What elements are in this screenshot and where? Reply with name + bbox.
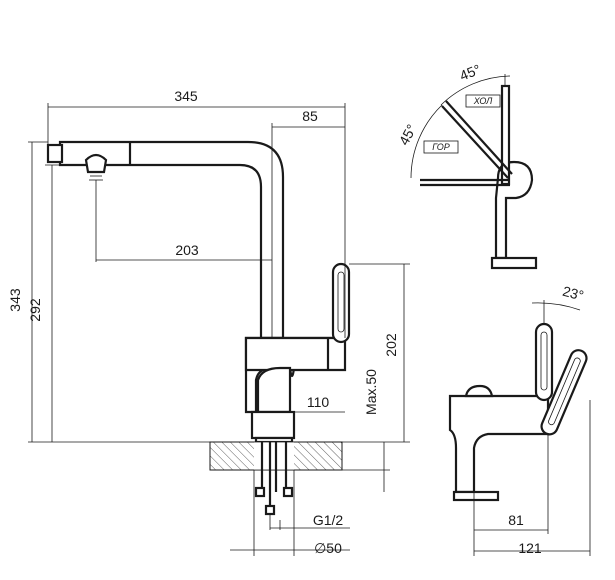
hot-label-box [423, 140, 459, 154]
cold-label-box [465, 94, 501, 108]
handle-tilt-view: 23° [448, 283, 588, 502]
tilt-view-top [464, 384, 494, 398]
dim-thread: G1/2 [313, 512, 344, 528]
angle-45-top: 45° [457, 61, 483, 84]
dim-202: 202 [383, 333, 399, 357]
handle-rotation-view: ХОЛ ГОР 45° 45° [396, 61, 538, 270]
mixer-cartridge [244, 336, 347, 372]
lower-body [256, 366, 292, 414]
tilt-lever-upright [534, 322, 554, 402]
dim-110: 110 [307, 394, 330, 410]
hot-label: ГОР [432, 142, 450, 152]
spout-end-cap [46, 143, 64, 164]
dim-203: 203 [175, 242, 199, 258]
angle-23: 23° [561, 283, 585, 304]
dim-diameter: ∅50 [314, 540, 342, 556]
dim-292: 292 [27, 298, 43, 322]
angle-45-side: 45° [396, 122, 420, 148]
dim-81: 81 [508, 512, 524, 528]
dim-121: 121 [518, 540, 542, 556]
tilt-lever-rotated [540, 349, 588, 436]
dim-345: 345 [174, 88, 198, 104]
faucet-side-view [46, 140, 351, 516]
tilt-view-base [452, 490, 500, 502]
base-flange [254, 436, 294, 444]
tilt-view-body [448, 394, 550, 494]
dimensions-main: 345 85 203 343 292 202 Max.50 110 [7, 88, 410, 556]
dim-343: 343 [7, 288, 23, 312]
spray-nozzle [84, 153, 108, 174]
lever-handle [331, 262, 351, 344]
base-plate [250, 410, 296, 440]
rotation-view-base [490, 256, 538, 270]
dimensions-tilt-view: 81 121 [473, 400, 591, 556]
supply-pipes [254, 442, 294, 516]
cold-label: ХОЛ [473, 96, 493, 106]
dim-max-50: Max.50 [363, 369, 379, 415]
dim-85: 85 [302, 108, 318, 124]
